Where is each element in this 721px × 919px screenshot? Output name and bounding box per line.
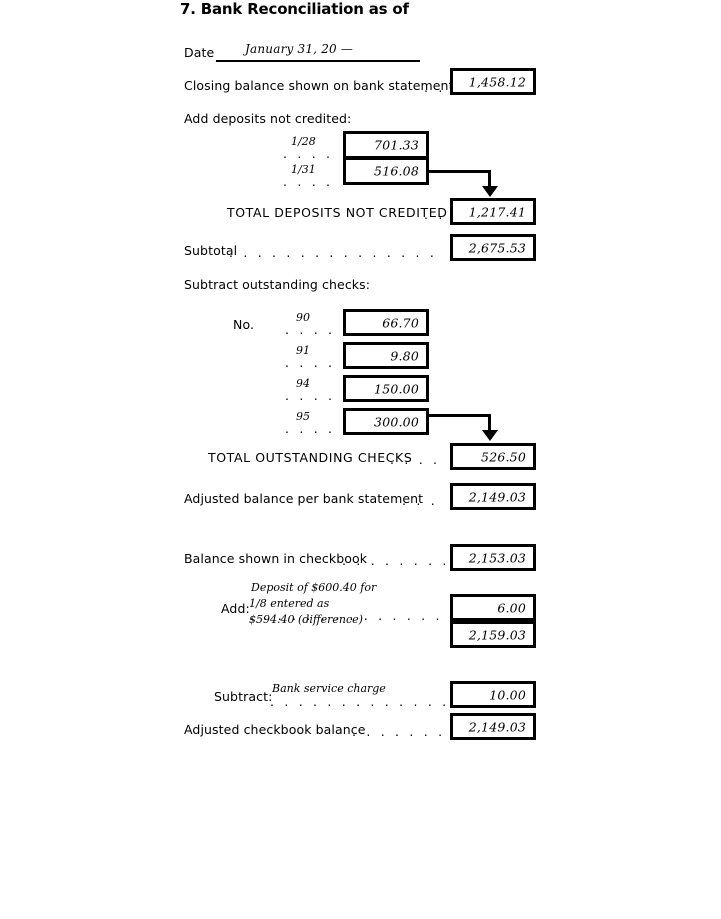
subtract-note[interactable]: Bank service charge bbox=[272, 682, 386, 695]
check-amount-0: 66.70 bbox=[382, 315, 419, 330]
deposit-amount-0: 701.33 bbox=[374, 137, 419, 153]
add-amount-box[interactable]: 6.00 bbox=[450, 594, 536, 621]
subtract-label: Subtract: bbox=[214, 689, 273, 704]
check-box-2[interactable]: 150.00 bbox=[343, 375, 429, 402]
subtract-checks-label: Subtract outstanding checks: bbox=[184, 277, 371, 292]
add-deposits-label: Add deposits not credited: bbox=[184, 111, 352, 126]
deposit-box-0[interactable]: 701.33 bbox=[343, 131, 429, 158]
adjusted-bank-box[interactable]: 2,149.03 bbox=[450, 483, 536, 510]
closing-balance-leader: . . bbox=[424, 82, 444, 94]
total-deposits-label: TOTAL DEPOSITS NOT CREDITED bbox=[227, 205, 448, 220]
closing-balance-value: 1,458.12 bbox=[468, 74, 526, 89]
subtotal-label: Subtotal bbox=[184, 243, 238, 258]
total-checks-box[interactable]: 526.50 bbox=[450, 443, 536, 470]
page-title: 7. Bank Reconciliation as of bbox=[180, 0, 409, 18]
deposit-leader-1: . . . . . bbox=[283, 176, 341, 188]
adjusted-checkbook-box[interactable]: 2,149.03 bbox=[450, 713, 536, 740]
check-leader-1: . . . . . . bbox=[285, 357, 341, 369]
deposit-date-1[interactable]: 1/31 bbox=[291, 163, 316, 176]
add-subtotal-box[interactable]: 2,159.03 bbox=[450, 621, 536, 648]
add-leader: . . . . . . . . . . . . . . . . . . . . bbox=[249, 610, 446, 622]
total-deposits-box[interactable]: 1,217.41 bbox=[450, 198, 536, 225]
add-subtotal-value: 2,159.03 bbox=[468, 627, 526, 642]
check-no-label: No. bbox=[233, 317, 255, 332]
total-deposits-value: 1,217.41 bbox=[468, 204, 526, 219]
check-number-1[interactable]: 91 bbox=[296, 344, 310, 357]
total-checks-value: 526.50 bbox=[481, 449, 526, 464]
checkbook-balance-value: 2,153.03 bbox=[468, 550, 526, 565]
subtract-leader: . . . . . . . . . . . . . . . . . . . . bbox=[270, 696, 446, 708]
check-leader-2: . . . . . . bbox=[285, 390, 341, 402]
checkbook-balance-leader: . . . . . . . . . bbox=[342, 555, 446, 567]
check-number-2[interactable]: 94 bbox=[296, 377, 310, 390]
add-note-line-1[interactable]: Deposit of $600.40 for bbox=[251, 581, 377, 594]
checkbook-balance-box[interactable]: 2,153.03 bbox=[450, 544, 536, 571]
check-amount-3: 300.00 bbox=[374, 414, 419, 429]
closing-balance-label: Closing balance shown on bank statement bbox=[184, 78, 454, 93]
check-amount-1: 9.80 bbox=[390, 348, 419, 363]
date-value[interactable]: January 31, 20 — bbox=[245, 42, 354, 56]
add-note-line-2[interactable]: 1/8 entered as bbox=[249, 597, 330, 610]
add-label: Add: bbox=[221, 601, 250, 616]
check-box-3[interactable]: 300.00 bbox=[343, 408, 429, 435]
check-leader-3: . . . . . . bbox=[285, 423, 341, 435]
subtotal-value: 2,675.53 bbox=[468, 240, 526, 255]
adjusted-checkbook-label: Adjusted checkbook balance bbox=[184, 722, 366, 737]
check-box-1[interactable]: 9.80 bbox=[343, 342, 429, 369]
check-leader-0: . . . . . . bbox=[285, 324, 341, 336]
deposit-box-1[interactable]: 516.08 bbox=[343, 158, 429, 185]
check-box-0[interactable]: 66.70 bbox=[343, 309, 429, 336]
checkbook-balance-label: Balance shown in checkbook bbox=[184, 551, 368, 566]
subtract-amount-box[interactable]: 10.00 bbox=[450, 681, 536, 708]
add-amount-value: 6.00 bbox=[497, 600, 526, 615]
adjusted-bank-value: 2,149.03 bbox=[468, 489, 526, 504]
check-number-0[interactable]: 90 bbox=[296, 311, 310, 324]
subtotal-box[interactable]: 2,675.53 bbox=[450, 234, 536, 261]
adjusted-checkbook-value: 2,149.03 bbox=[468, 719, 526, 734]
deposit-leader-0: . . . . . bbox=[283, 148, 341, 160]
deposit-date-0[interactable]: 1/28 bbox=[291, 135, 316, 148]
total-checks-leader: . . . . . bbox=[390, 454, 445, 466]
adjusted-bank-label: Adjusted balance per bank statement bbox=[184, 491, 424, 506]
date-rule bbox=[216, 60, 420, 62]
date-label: Date bbox=[184, 45, 215, 60]
total-deposits-leader: . . bbox=[424, 209, 444, 221]
adjusted-checkbook-leader: . . . . . . . . . bbox=[352, 726, 446, 738]
subtotal-leader: . . . . . . . . . . . . . . . . . . . . bbox=[229, 247, 444, 259]
check-amount-2: 150.00 bbox=[374, 381, 419, 396]
total-checks-label: TOTAL OUTSTANDING CHECKS bbox=[208, 450, 413, 465]
adjusted-bank-leader: . . . . bbox=[402, 495, 446, 507]
subtract-amount-value: 10.00 bbox=[489, 687, 526, 702]
deposit-amount-1: 516.08 bbox=[374, 163, 419, 179]
check-number-3[interactable]: 95 bbox=[296, 410, 310, 423]
closing-balance-box[interactable]: 1,458.12 bbox=[450, 68, 536, 95]
add-note-line-3[interactable]: $594.40 (difference) bbox=[249, 613, 363, 626]
